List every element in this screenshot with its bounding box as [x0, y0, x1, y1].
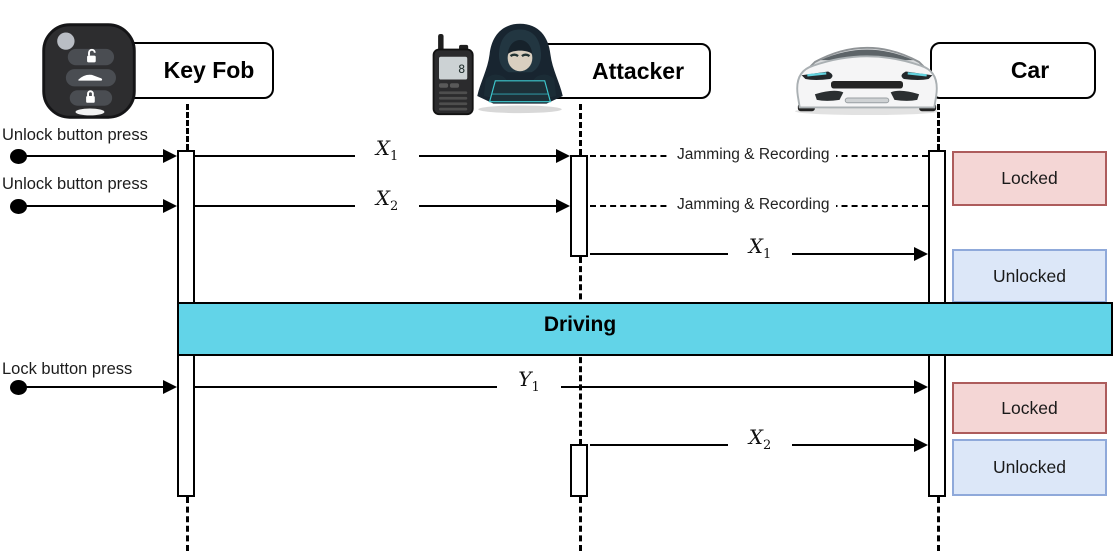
unlock-press-label: Unlock button press [2, 126, 148, 144]
car-state-unlocked: Unlocked [952, 439, 1107, 496]
lock-press-line [26, 386, 165, 388]
arrowhead-icon [914, 438, 928, 452]
lock-press-label: Lock button press [2, 360, 133, 378]
signal-x1-label: X1 [355, 136, 419, 164]
signal-x1-replay-label: X1 [728, 234, 792, 262]
hacker-image [477, 23, 563, 114]
signal-y1-label: Y1 [497, 367, 561, 395]
found-message-dot [10, 380, 27, 395]
arrowhead-icon [163, 199, 177, 213]
actor-box-car: Car [930, 42, 1096, 99]
arrowhead-icon [914, 247, 928, 261]
attacker-title: Attacker [591, 57, 685, 84]
car-state-locked: Locked [952, 382, 1107, 434]
keyfob-lifeline [186, 497, 189, 551]
car-image [795, 46, 939, 116]
signal-x2-replay-label: X2 [728, 425, 792, 453]
signal-x2-label: X2 [355, 186, 419, 214]
unlock-button-icon [67, 48, 115, 66]
arrowhead-icon [556, 149, 570, 163]
radio-transceiver-image: 8 [432, 34, 474, 116]
arrowhead-icon [163, 149, 177, 163]
jamming-label: Jamming & Recording [670, 146, 837, 164]
driving-band [177, 302, 1113, 356]
attacker-activation-bar [570, 444, 588, 497]
unlock-press-line [26, 205, 165, 207]
lock-button-icon [69, 90, 113, 106]
found-message-dot [10, 149, 27, 164]
car-state-unlocked: Unlocked [952, 249, 1107, 303]
unlock-press-line [26, 155, 165, 157]
actor-box-attacker: Attacker [535, 43, 711, 99]
unlock-press-label: Unlock button press [2, 175, 148, 193]
arrowhead-icon [914, 380, 928, 394]
found-message-dot [10, 199, 27, 214]
attacker-lifeline [579, 104, 582, 155]
car-lifeline [937, 104, 940, 150]
attacker-lifeline [579, 497, 582, 551]
keyfob-lifeline [186, 104, 189, 150]
arrowhead-icon [556, 199, 570, 213]
key-fob-image [42, 23, 136, 119]
car-title: Car [1010, 57, 1050, 83]
jamming-label: Jamming & Recording [670, 196, 837, 214]
car-state-locked: Locked [952, 151, 1107, 206]
trunk-button-icon [65, 69, 116, 87]
car-lifeline [937, 497, 940, 551]
keyfob-title: Key Fob [163, 57, 255, 83]
svg-text:8: 8 [458, 62, 465, 76]
arrowhead-icon [163, 380, 177, 394]
attacker-activation-bar [570, 155, 588, 257]
driving-label: Driving [543, 313, 617, 336]
